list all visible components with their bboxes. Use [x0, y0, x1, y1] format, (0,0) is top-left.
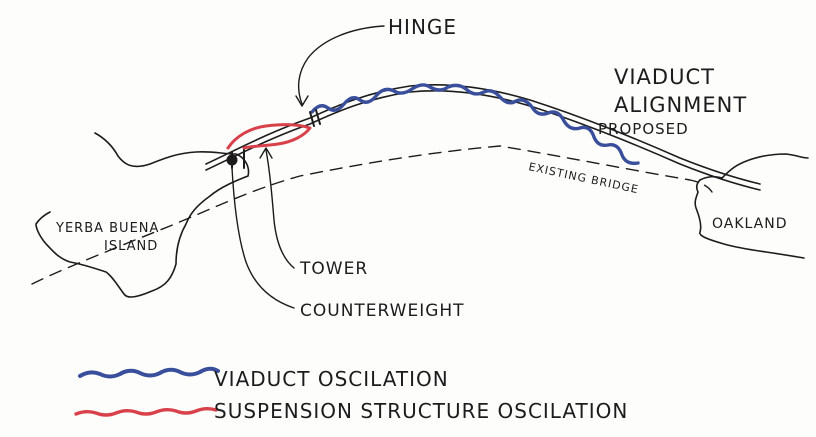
yerba-buena-island-outline	[35, 132, 250, 298]
hinge-mark-b	[315, 109, 321, 125]
hinge-label: HINGE	[388, 15, 457, 39]
existing-bridge-line	[31, 145, 713, 285]
tower-callout-arrowhead	[259, 147, 273, 159]
viaduct-oscillation-wave	[310, 83, 640, 166]
yerba-buena-label-line1: YERBA BUENA	[55, 221, 159, 236]
viaduct-label-line1: VIADUCT	[614, 65, 715, 89]
oakland-landmass-outline	[694, 179, 805, 259]
tower-callout-leader	[265, 149, 295, 269]
tower-label: TOWER	[299, 259, 368, 279]
legend-viaduct-swatch	[78, 366, 220, 379]
hinge-callout-arrowhead	[295, 95, 309, 107]
hinge-callout-leader	[297, 25, 385, 105]
viaduct-alignment-upper	[205, 84, 761, 185]
legend-suspension-swatch	[74, 407, 218, 417]
counterweight-label: COUNTERWEIGHT	[300, 301, 465, 321]
counterweight-callout-leader	[231, 167, 295, 309]
oakland-shoreline	[699, 153, 809, 181]
oakland-label: OAKLAND	[712, 216, 787, 232]
hinge-mark-a	[309, 111, 315, 127]
legend-suspension-label: SUSPENSION STRUCTURE OSCILATION	[214, 399, 628, 423]
existing-bridge-label: EXISTING BRIDGE	[527, 160, 640, 196]
legend-viaduct-label: VIADUCT OSCILATION	[214, 367, 449, 391]
yerba-buena-label-line2: ISLAND	[104, 239, 158, 254]
proposed-label: PROPOSED	[598, 120, 689, 138]
viaduct-label-line2: ALIGNMENT	[614, 93, 747, 117]
legend: VIADUCT OSCILATION SUSPENSION STRUCTURE …	[74, 366, 628, 423]
suspension-oscillation-wave	[226, 123, 312, 150]
